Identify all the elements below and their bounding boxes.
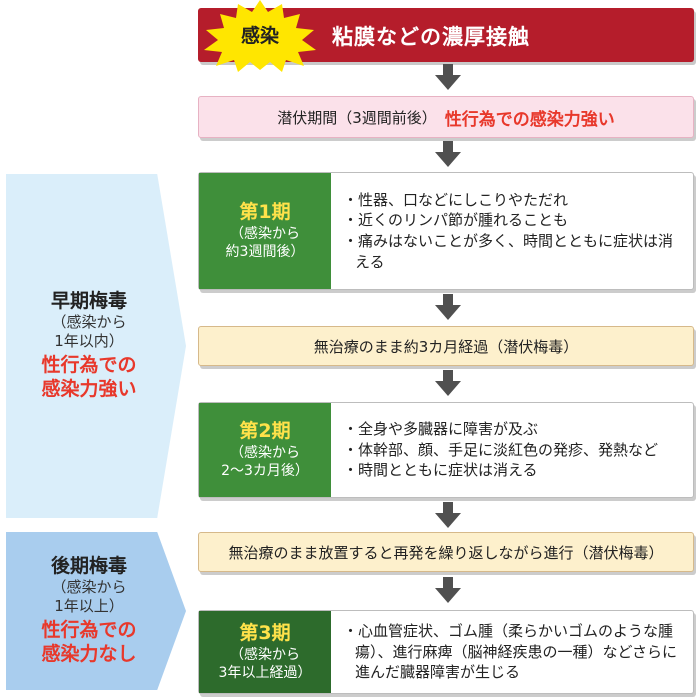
infection-label: 感染	[240, 25, 279, 47]
down-arrow-icon	[435, 294, 461, 320]
latent-syphilis-bar-2: 無治療のまま放置すると再発を繰り返しながら進行（潜伏梅毒）	[198, 532, 694, 572]
stage-2-label: 第2期 （感染から 2～3カ月後）	[199, 403, 331, 497]
symptom-item: ・全身や多臓器に障害が及ぶ	[343, 419, 539, 438]
stage-1-label: 第1期 （感染から 約3週間後）	[199, 173, 331, 289]
incubation-highlight: 性行為での感染力強い	[444, 109, 615, 130]
late-phase-title: 後期梅毒	[50, 555, 127, 578]
down-arrow-icon	[435, 64, 461, 90]
late-phase-note: 性行為での 感染力なし	[41, 619, 136, 667]
stage-2-block: 第2期 （感染から 2～3カ月後） ・全身や多臓器に障害が及ぶ ・体幹部、顔、手…	[198, 402, 694, 498]
stage-3-block: 第3期 （感染から 3年以上経過） ・心血管症状、ゴム腫（柔らかいゴムのような腫…	[198, 610, 694, 694]
down-arrow-icon	[435, 370, 461, 396]
stage-1-block: 第1期 （感染から 約3週間後） ・性器、口などにしこりやただれ ・近くのリンパ…	[198, 172, 694, 290]
stage-3-label: 第3期 （感染から 3年以上経過）	[199, 611, 331, 693]
latent-2-text: 無治療のまま放置すると再発を繰り返しながら進行（潜伏梅毒）	[228, 543, 664, 562]
stage-3-name: 第3期	[239, 622, 291, 645]
symptom-item: ・性器、口などにしこりやただれ	[343, 190, 569, 209]
early-phase-note: 性行為での 感染力強い	[41, 354, 136, 402]
stage-1-sub2: 約3週間後）	[225, 244, 305, 261]
down-arrow-icon	[435, 502, 461, 528]
late-phase-note-line2: 感染力なし	[41, 643, 137, 666]
early-phase-note-line1: 性行為での	[41, 354, 137, 377]
symptom-item: ・心血管症状、ゴム腫（柔らかいゴムのような腫瘍）、進行麻痺（脳神経疾患の一種）な…	[343, 621, 678, 682]
stage-3-sub1: （感染から	[230, 647, 300, 664]
down-arrow-icon	[435, 577, 461, 603]
incubation-period-bar: 潜伏期間（3週間前後） 性行為での感染力強い	[198, 96, 694, 138]
infection-banner: 感染 粘膜などの濃厚接触	[198, 0, 694, 72]
late-phase-sub2: 1年以上）	[54, 596, 124, 615]
stage-1-symptoms: ・性器、口などにしこりやただれ ・近くのリンパ節が腫れることも ・痛みはないこと…	[331, 173, 693, 289]
down-arrow-icon	[435, 141, 461, 167]
late-syphilis-phase: 後期梅毒 （感染から 1年以上） 性行為での 感染力なし	[6, 532, 186, 690]
stage-2-name: 第2期	[239, 420, 291, 443]
symptom-item: ・体幹部、顔、手足に淡紅色の発疹、発熱など	[343, 440, 659, 459]
symptom-item: ・近くのリンパ節が腫れることも	[343, 211, 569, 230]
latent-1-text: 無治療のまま約3カ月経過（潜伏梅毒）	[313, 337, 579, 356]
stage-2-symptoms: ・全身や多臓器に障害が及ぶ ・体幹部、顔、手足に淡紅色の発疹、発熱など ・時間と…	[331, 403, 693, 497]
stage-2-sub2: 2～3カ月後）	[221, 463, 309, 480]
starburst-icon	[204, 0, 316, 72]
stage-3-sub2: 3年以上経過）	[218, 665, 312, 682]
early-phase-sub1: （感染から	[51, 312, 127, 331]
late-phase-sub1: （感染から	[51, 577, 127, 596]
symptom-item: ・時間とともに症状は消える	[343, 461, 538, 480]
stage-1-sub1: （感染から	[230, 226, 300, 243]
early-phase-title: 早期梅毒	[50, 290, 127, 313]
stage-2-sub1: （感染から	[230, 445, 300, 462]
late-phase-note-line1: 性行為での	[41, 619, 137, 642]
incubation-period-text: 潜伏期間（3週間前後）	[277, 108, 437, 127]
symptom-item: ・痛みはないことが多く、時間とともに症状は消える	[343, 232, 674, 271]
banner-title: 粘膜などの濃厚接触	[332, 25, 530, 49]
stage-1-name: 第1期	[239, 201, 291, 224]
early-phase-sub2: 1年以内）	[54, 331, 124, 350]
early-phase-note-line2: 感染力強い	[41, 378, 137, 401]
stage-3-symptoms: ・心血管症状、ゴム腫（柔らかいゴムのような腫瘍）、進行麻痺（脳神経疾患の一種）な…	[331, 611, 693, 693]
early-syphilis-phase: 早期梅毒 （感染から 1年以内） 性行為での 感染力強い	[6, 174, 186, 518]
latent-syphilis-bar-1: 無治療のまま約3カ月経過（潜伏梅毒）	[198, 326, 694, 366]
